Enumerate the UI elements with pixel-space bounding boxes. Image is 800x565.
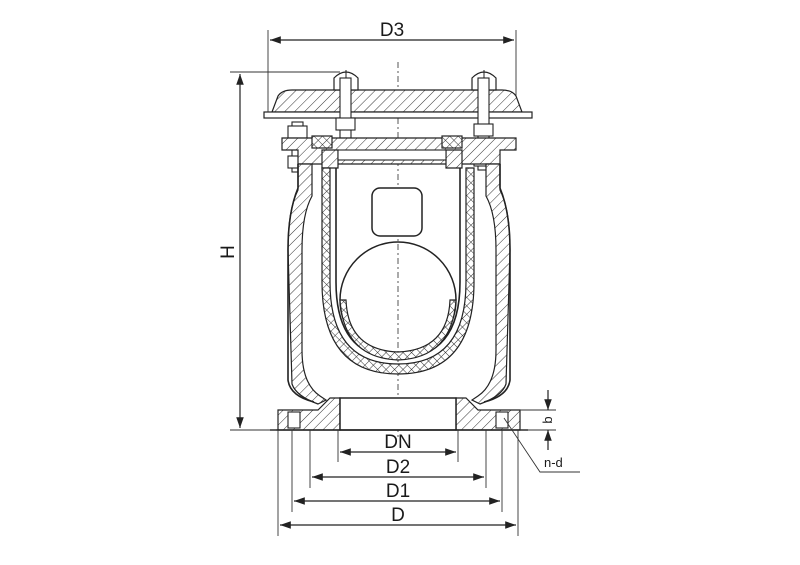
float-assembly bbox=[321, 167, 475, 375]
label-h: H bbox=[218, 245, 239, 259]
dimension-lines bbox=[230, 30, 580, 536]
upper-flange bbox=[281, 135, 517, 169]
label-d3: D3 bbox=[380, 20, 404, 41]
label-dn: DN bbox=[384, 432, 411, 453]
label-d: D bbox=[391, 505, 405, 526]
label-d1: D1 bbox=[386, 481, 410, 502]
label-b: b bbox=[540, 416, 555, 423]
bottom-flange bbox=[270, 397, 528, 431]
valve-body bbox=[287, 163, 511, 405]
label-d2: D2 bbox=[386, 457, 410, 478]
label-n-d: n-d bbox=[544, 455, 563, 470]
